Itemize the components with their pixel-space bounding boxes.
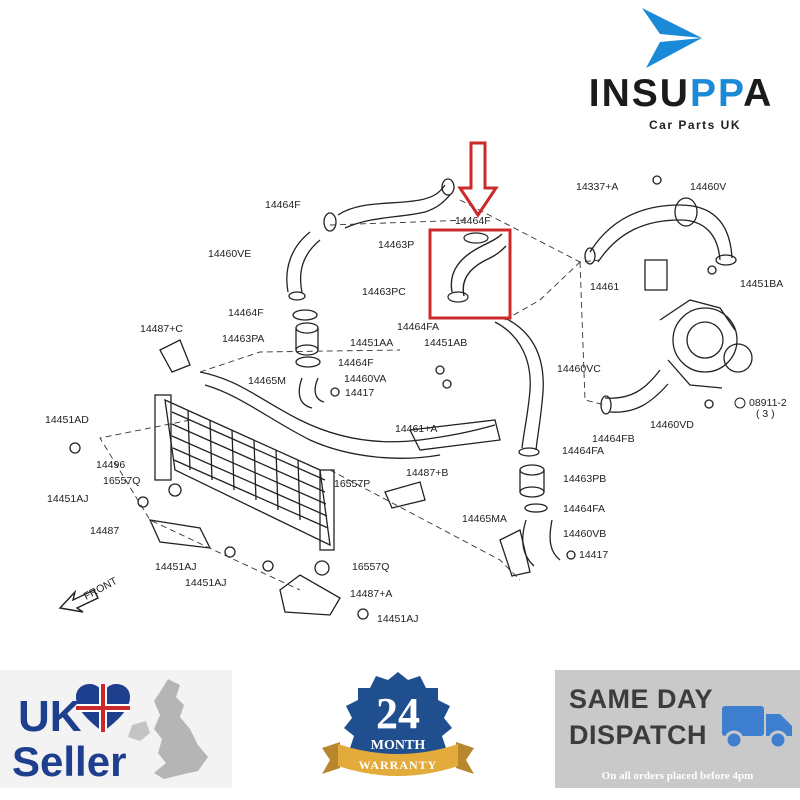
label-14463p: 14463P — [378, 239, 414, 251]
warranty-word: WARRANTY — [358, 758, 438, 772]
hose-14463p — [337, 184, 451, 229]
sleeve-14463pa — [295, 328, 319, 350]
highlight-callout — [428, 141, 512, 320]
throttle-assembly — [644, 259, 753, 389]
label-14464fa-a: 14464FA — [397, 321, 439, 333]
intercooler-14496 — [154, 394, 335, 551]
brand-tagline: Car Parts UK — [648, 118, 742, 132]
label-14463pc: 14463PC — [362, 286, 406, 298]
label-14460vd: 14460VD — [650, 419, 694, 431]
clamp-14460ve — [288, 291, 306, 301]
coupler-14460v — [674, 197, 698, 227]
bracket-14487a — [279, 574, 341, 616]
brand-name-part1: INSU — [588, 72, 690, 115]
hose-14460vc — [494, 317, 544, 451]
dispatch-badge: SAME DAY DISPATCH On all orders placed b… — [555, 670, 800, 788]
label-14460vb: 14460VB — [563, 528, 606, 540]
warranty-badge: 24 MONTH WARRANTY — [318, 670, 478, 788]
delivery-van-icon — [722, 706, 792, 750]
label-14487a: 14487+A — [350, 588, 392, 600]
bracket-14465ma — [499, 529, 531, 577]
brand-name: INSUPPA — [570, 72, 792, 116]
label-14496: 14496 — [96, 459, 125, 471]
insuppa-logo-icon — [642, 8, 702, 68]
label-14460v: 14460V — [690, 181, 726, 193]
label-14460va: 14460VA — [344, 373, 386, 385]
clamp-14464fb — [600, 395, 612, 415]
label-14461a: 14461+A — [395, 423, 437, 435]
uk-seller-badge: UK Seller — [0, 670, 232, 788]
n-marker-icon — [734, 397, 746, 409]
brand-name-part3: A — [743, 72, 774, 115]
highlight-box — [428, 228, 512, 320]
label-14417-b: 14417 — [579, 549, 608, 561]
label-14463pa: 14463PA — [222, 333, 264, 345]
label-14460vc: 14460VC — [557, 363, 601, 375]
seller-text: Seller — [12, 738, 127, 785]
warranty-seal-icon — [322, 672, 474, 776]
front-arrow-icon — [58, 589, 99, 613]
label-14460ve: 14460VE — [208, 248, 251, 260]
label-14451aj-c: 14451AJ — [185, 577, 226, 589]
label-14464fa-b: 14464FA — [562, 445, 604, 457]
clamp-14464fa-mid — [518, 447, 540, 457]
pipe-14460va — [298, 377, 325, 409]
clamp-14464f-top — [323, 212, 337, 232]
warranty-number: 24 — [376, 689, 420, 738]
clamp-14464f-right — [441, 178, 455, 196]
label-14451ab: 14451AB — [424, 337, 467, 349]
clamp-14464f-low — [295, 356, 321, 368]
shroud-16557p — [199, 371, 496, 459]
label-14451aj-a: 14451AJ — [47, 493, 88, 505]
label-14464f-c: 14464F — [228, 307, 264, 319]
uk-text: UK — [18, 692, 82, 741]
label-14451aa: 14451AA — [350, 337, 393, 349]
label-14464f-a: 14464F — [265, 199, 301, 211]
pipe-14460vb — [522, 519, 561, 567]
bracket-14461a — [409, 419, 501, 451]
bracket-14487b — [384, 481, 426, 509]
label-14451aj-d: 14451AJ — [377, 613, 418, 625]
label-14451ad: 14451AD — [45, 414, 89, 426]
label-14464fa-c: 14464FA — [563, 503, 605, 515]
label-08911: 08911-2 — [749, 397, 787, 409]
uk-flag-heart-icon — [76, 684, 130, 732]
label-14451aj-b: 14451AJ — [155, 561, 196, 573]
label-16557p: 16557P — [334, 478, 370, 490]
label-14487: 14487 — [90, 525, 119, 537]
warranty-unit: MONTH — [370, 738, 426, 753]
brand-name-part2: PP — [689, 72, 744, 115]
label-14487b: 14487+B — [406, 467, 448, 479]
label-14464fb: 14464FB — [592, 433, 635, 445]
bracket-14487c — [159, 339, 191, 373]
label-14464f-b: 14464F — [455, 215, 491, 227]
parts-diagram: 14464F 14463P 14464F 14463PC 14464FA 144… — [45, 141, 787, 625]
dispatch-note: On all orders placed before 4pm — [601, 770, 754, 782]
uk-map-icon — [128, 679, 208, 779]
sleeve-14463pb — [519, 470, 545, 492]
label-front: FRONT — [82, 575, 120, 603]
label-14451ba: 14451BA — [740, 278, 783, 290]
label-16557q-b: 16557Q — [352, 561, 389, 573]
label-14464f-d: 14464F — [338, 357, 374, 369]
dispatch-line2: DISPATCH — [569, 720, 707, 750]
label-14463pb: 14463PB — [563, 473, 606, 485]
clamp-14464f-mid — [292, 309, 318, 321]
label-14337a: 14337+A — [576, 181, 618, 193]
highlight-arrow-icon — [457, 141, 499, 218]
clamp-14464fa-low — [524, 503, 548, 513]
label-08911-qty: ( 3 ) — [756, 408, 775, 420]
dispatch-line1: SAME DAY — [569, 684, 714, 714]
label-16557q-a: 16557Q — [103, 475, 140, 487]
label-14461: 14461 — [590, 281, 619, 293]
pipe-14460vd — [604, 369, 669, 413]
pipe-14460ve — [286, 231, 321, 294]
label-14487c: 14487+C — [140, 323, 183, 335]
label-14465ma: 14465MA — [462, 513, 507, 525]
label-14417-a: 14417 — [345, 387, 374, 399]
pipe-14460v — [589, 204, 733, 263]
label-14465m: 14465M — [248, 375, 286, 387]
hose-14463pc — [450, 233, 507, 297]
